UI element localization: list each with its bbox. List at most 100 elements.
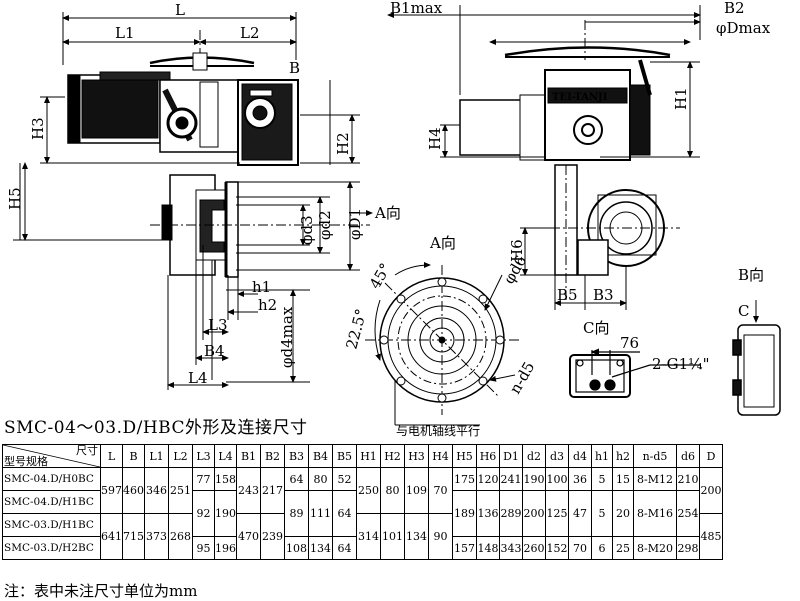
svg-text:B: B (289, 59, 300, 77)
svg-text:L4: L4 (188, 369, 208, 387)
svg-text:C: C (738, 302, 749, 320)
cell: 80 (308, 467, 333, 491)
cell: 8-M16 (633, 490, 677, 537)
cell: 346 (144, 467, 169, 514)
cell: 64 (284, 467, 309, 491)
col-header: d3 (545, 444, 569, 468)
cell: 101 (380, 513, 405, 560)
cell: 158 (214, 467, 237, 491)
svg-text:C向: C向 (583, 319, 609, 337)
cell: 111 (308, 490, 333, 537)
model-cell: SMC-04.D/H0BC (2, 467, 101, 491)
col-header: D (699, 444, 723, 468)
svg-text:45°: 45° (366, 260, 395, 292)
col-header: H3 (404, 444, 429, 468)
svg-text:φD1: φD1 (346, 208, 364, 240)
svg-text:h1: h1 (252, 278, 271, 296)
cell: 251 (168, 467, 193, 514)
cell: 597 (100, 467, 123, 514)
col-header: h1 (591, 444, 613, 468)
col-header: d6 (676, 444, 700, 468)
cell: 241 (499, 467, 523, 491)
cell: 175 (452, 467, 477, 491)
svg-text:22.5°: 22.5° (342, 307, 370, 351)
table-row: SMC-03.D/H2BC 95 196 108 134 64 157 148 … (2, 536, 723, 560)
cell: 460 (122, 467, 145, 514)
view-c-labels: C向 76 2-G1¼" (583, 319, 710, 373)
cell: 298 (676, 536, 700, 560)
cell: 190 (522, 467, 546, 491)
cell: 5 (591, 467, 613, 491)
col-header: d2 (522, 444, 546, 468)
col-header: L1 (144, 444, 169, 468)
view-b-labels: B向 C (738, 266, 764, 320)
cell: 641 (100, 513, 123, 560)
cell: 715 (122, 513, 145, 560)
cell: 152 (545, 536, 569, 560)
col-header: d4 (568, 444, 592, 468)
cell: 100 (545, 467, 569, 491)
view-a-labels: A向 φd6 n-d5 45° 22.5° 与电机轴线平行 (342, 234, 538, 438)
col-header: n-d5 (633, 444, 677, 468)
svg-text:φd4max: φd4max (278, 306, 296, 368)
view-b (732, 300, 781, 416)
svg-text:H6: H6 (508, 239, 526, 262)
dimension-table: 尺寸 型号规格 L B L1 L2 L3 L4 B1 B2 B3 B4 B5 H… (2, 444, 723, 560)
cell: 20 (612, 490, 634, 537)
cell: 134 (308, 536, 333, 560)
cell: 200 (699, 467, 723, 514)
cell: 148 (476, 536, 500, 560)
svg-text:与电机轴线平行: 与电机轴线平行 (396, 423, 480, 438)
col-header: D1 (499, 444, 523, 468)
svg-text:2-G1¼": 2-G1¼" (652, 355, 710, 373)
cell: 125 (545, 490, 569, 537)
svg-text:L2: L2 (240, 24, 260, 42)
cell: 190 (214, 490, 237, 537)
col-header: H4 (428, 444, 453, 468)
col-header: B3 (284, 444, 309, 468)
col-header: H5 (452, 444, 477, 468)
model-cell: SMC-04.D/H1BC (2, 490, 101, 514)
cell: 254 (676, 490, 700, 537)
cell: 64 (332, 490, 357, 537)
view-a (365, 262, 520, 426)
cell: 77 (192, 467, 215, 491)
cell: 90 (428, 513, 453, 560)
cell: 210 (676, 467, 700, 491)
svg-text:L1: L1 (115, 24, 135, 42)
col-header: B2 (260, 444, 285, 468)
cell: 134 (404, 513, 429, 560)
cell: 6 (591, 536, 613, 560)
col-header: B5 (332, 444, 357, 468)
svg-text:φDmax: φDmax (716, 19, 771, 37)
cell: 109 (404, 467, 429, 514)
table-corner-cell: 尺寸 型号规格 (2, 444, 101, 468)
cell: 64 (332, 536, 357, 560)
svg-text:H2: H2 (334, 132, 352, 155)
col-header: L3 (192, 444, 215, 468)
cell: 92 (192, 490, 215, 537)
cell: 373 (144, 513, 169, 560)
cell: 239 (260, 513, 285, 560)
cell: 157 (452, 536, 477, 560)
figure-caption: SMC-04～03.D/HBC外形及连接尺寸 (4, 418, 308, 438)
svg-text:A向: A向 (429, 234, 456, 252)
model-cell: SMC-03.D/H2BC (2, 536, 101, 560)
svg-text:L3: L3 (208, 316, 228, 334)
cell: 196 (214, 536, 237, 560)
cell: 470 (236, 513, 261, 560)
cell: 70 (568, 536, 592, 560)
cell: 8-M20 (633, 536, 677, 560)
svg-text:H4: H4 (426, 127, 444, 150)
cell: 15 (612, 467, 634, 491)
cell: 314 (356, 513, 381, 560)
cell: 217 (260, 467, 285, 514)
col-header: H1 (356, 444, 381, 468)
svg-text:TEI-TANJI: TEI-TANJI (552, 92, 608, 103)
table-row: SMC-04.D/H1BC 92 190 89 111 64 189 136 2… (2, 490, 723, 537)
cell: 70 (428, 467, 453, 514)
col-header: L2 (168, 444, 193, 468)
cell: 485 (699, 513, 723, 560)
cell: 80 (380, 467, 405, 514)
col-header: B1 (236, 444, 261, 468)
